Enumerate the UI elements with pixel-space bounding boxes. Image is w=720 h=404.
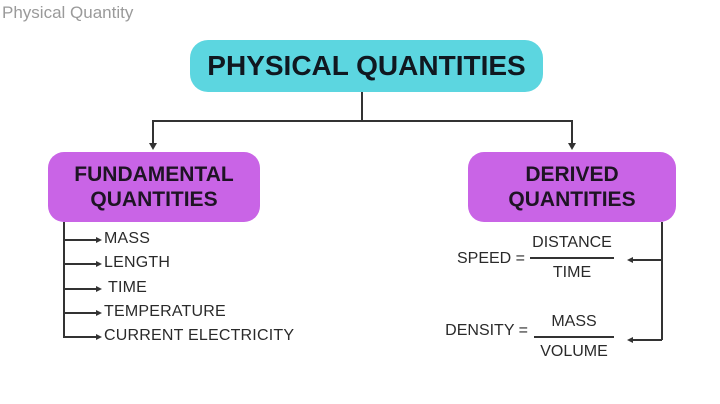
arrow-down-icon xyxy=(568,143,576,150)
arrow-left-icon xyxy=(627,336,633,343)
fundamental-item-time: TIME xyxy=(108,279,148,296)
formula-connector xyxy=(632,259,662,261)
fundamental-item-length: LENGTH xyxy=(104,254,171,271)
speed-numerator: DISTANCE xyxy=(532,234,612,251)
fraction-bar xyxy=(530,257,614,259)
speed-label: SPEED = xyxy=(456,250,525,267)
item-connector xyxy=(63,239,97,241)
branch-right-drop xyxy=(571,120,573,144)
formula-connector xyxy=(632,339,662,341)
derived-line1: DERIVED xyxy=(525,162,619,186)
fundamental-line1: FUNDAMENTAL xyxy=(74,162,234,186)
fundamental-item-mass: MASS xyxy=(104,230,151,247)
arrow-right-icon xyxy=(96,285,102,292)
root-node: PHYSICAL QUANTITIES xyxy=(190,40,543,92)
root-stem xyxy=(361,92,363,120)
density-numerator: MASS xyxy=(551,313,597,330)
arrow-right-icon xyxy=(96,309,102,316)
fundamental-item-temperature: TEMPERATURE xyxy=(104,303,226,320)
speed-fraction: DISTANCE TIME xyxy=(530,234,614,282)
density-label: DENSITY = xyxy=(445,322,528,339)
item-connector xyxy=(63,288,97,290)
arrow-right-icon xyxy=(96,260,102,267)
arrow-right-icon xyxy=(96,236,102,243)
fundamental-item-current-electricity: CURRENT ELECTRICITY xyxy=(104,327,295,344)
density-fraction: MASS VOLUME xyxy=(534,313,614,361)
arrow-right-icon xyxy=(96,333,102,340)
derived-line2: QUANTITIES xyxy=(508,188,636,211)
branch-horizontal xyxy=(152,120,572,122)
item-connector xyxy=(63,336,97,338)
fundamental-quantities-node: FUNDAMENTAL QUANTITIES xyxy=(48,152,260,222)
derived-spine xyxy=(661,222,663,340)
caption: Physical Quantity xyxy=(2,3,134,22)
density-denominator: VOLUME xyxy=(540,342,608,360)
item-connector xyxy=(63,312,97,314)
arrow-left-icon xyxy=(627,256,633,263)
fundamental-line2: QUANTITIES xyxy=(90,188,218,211)
branch-left-drop xyxy=(152,120,154,144)
item-connector xyxy=(63,263,97,265)
fundamental-list-spine xyxy=(63,222,65,337)
arrow-down-icon xyxy=(149,143,157,150)
root-label: PHYSICAL QUANTITIES xyxy=(207,50,526,82)
fraction-bar xyxy=(534,336,614,338)
derived-quantities-node: DERIVED QUANTITIES xyxy=(468,152,676,222)
speed-denominator: TIME xyxy=(552,263,592,281)
